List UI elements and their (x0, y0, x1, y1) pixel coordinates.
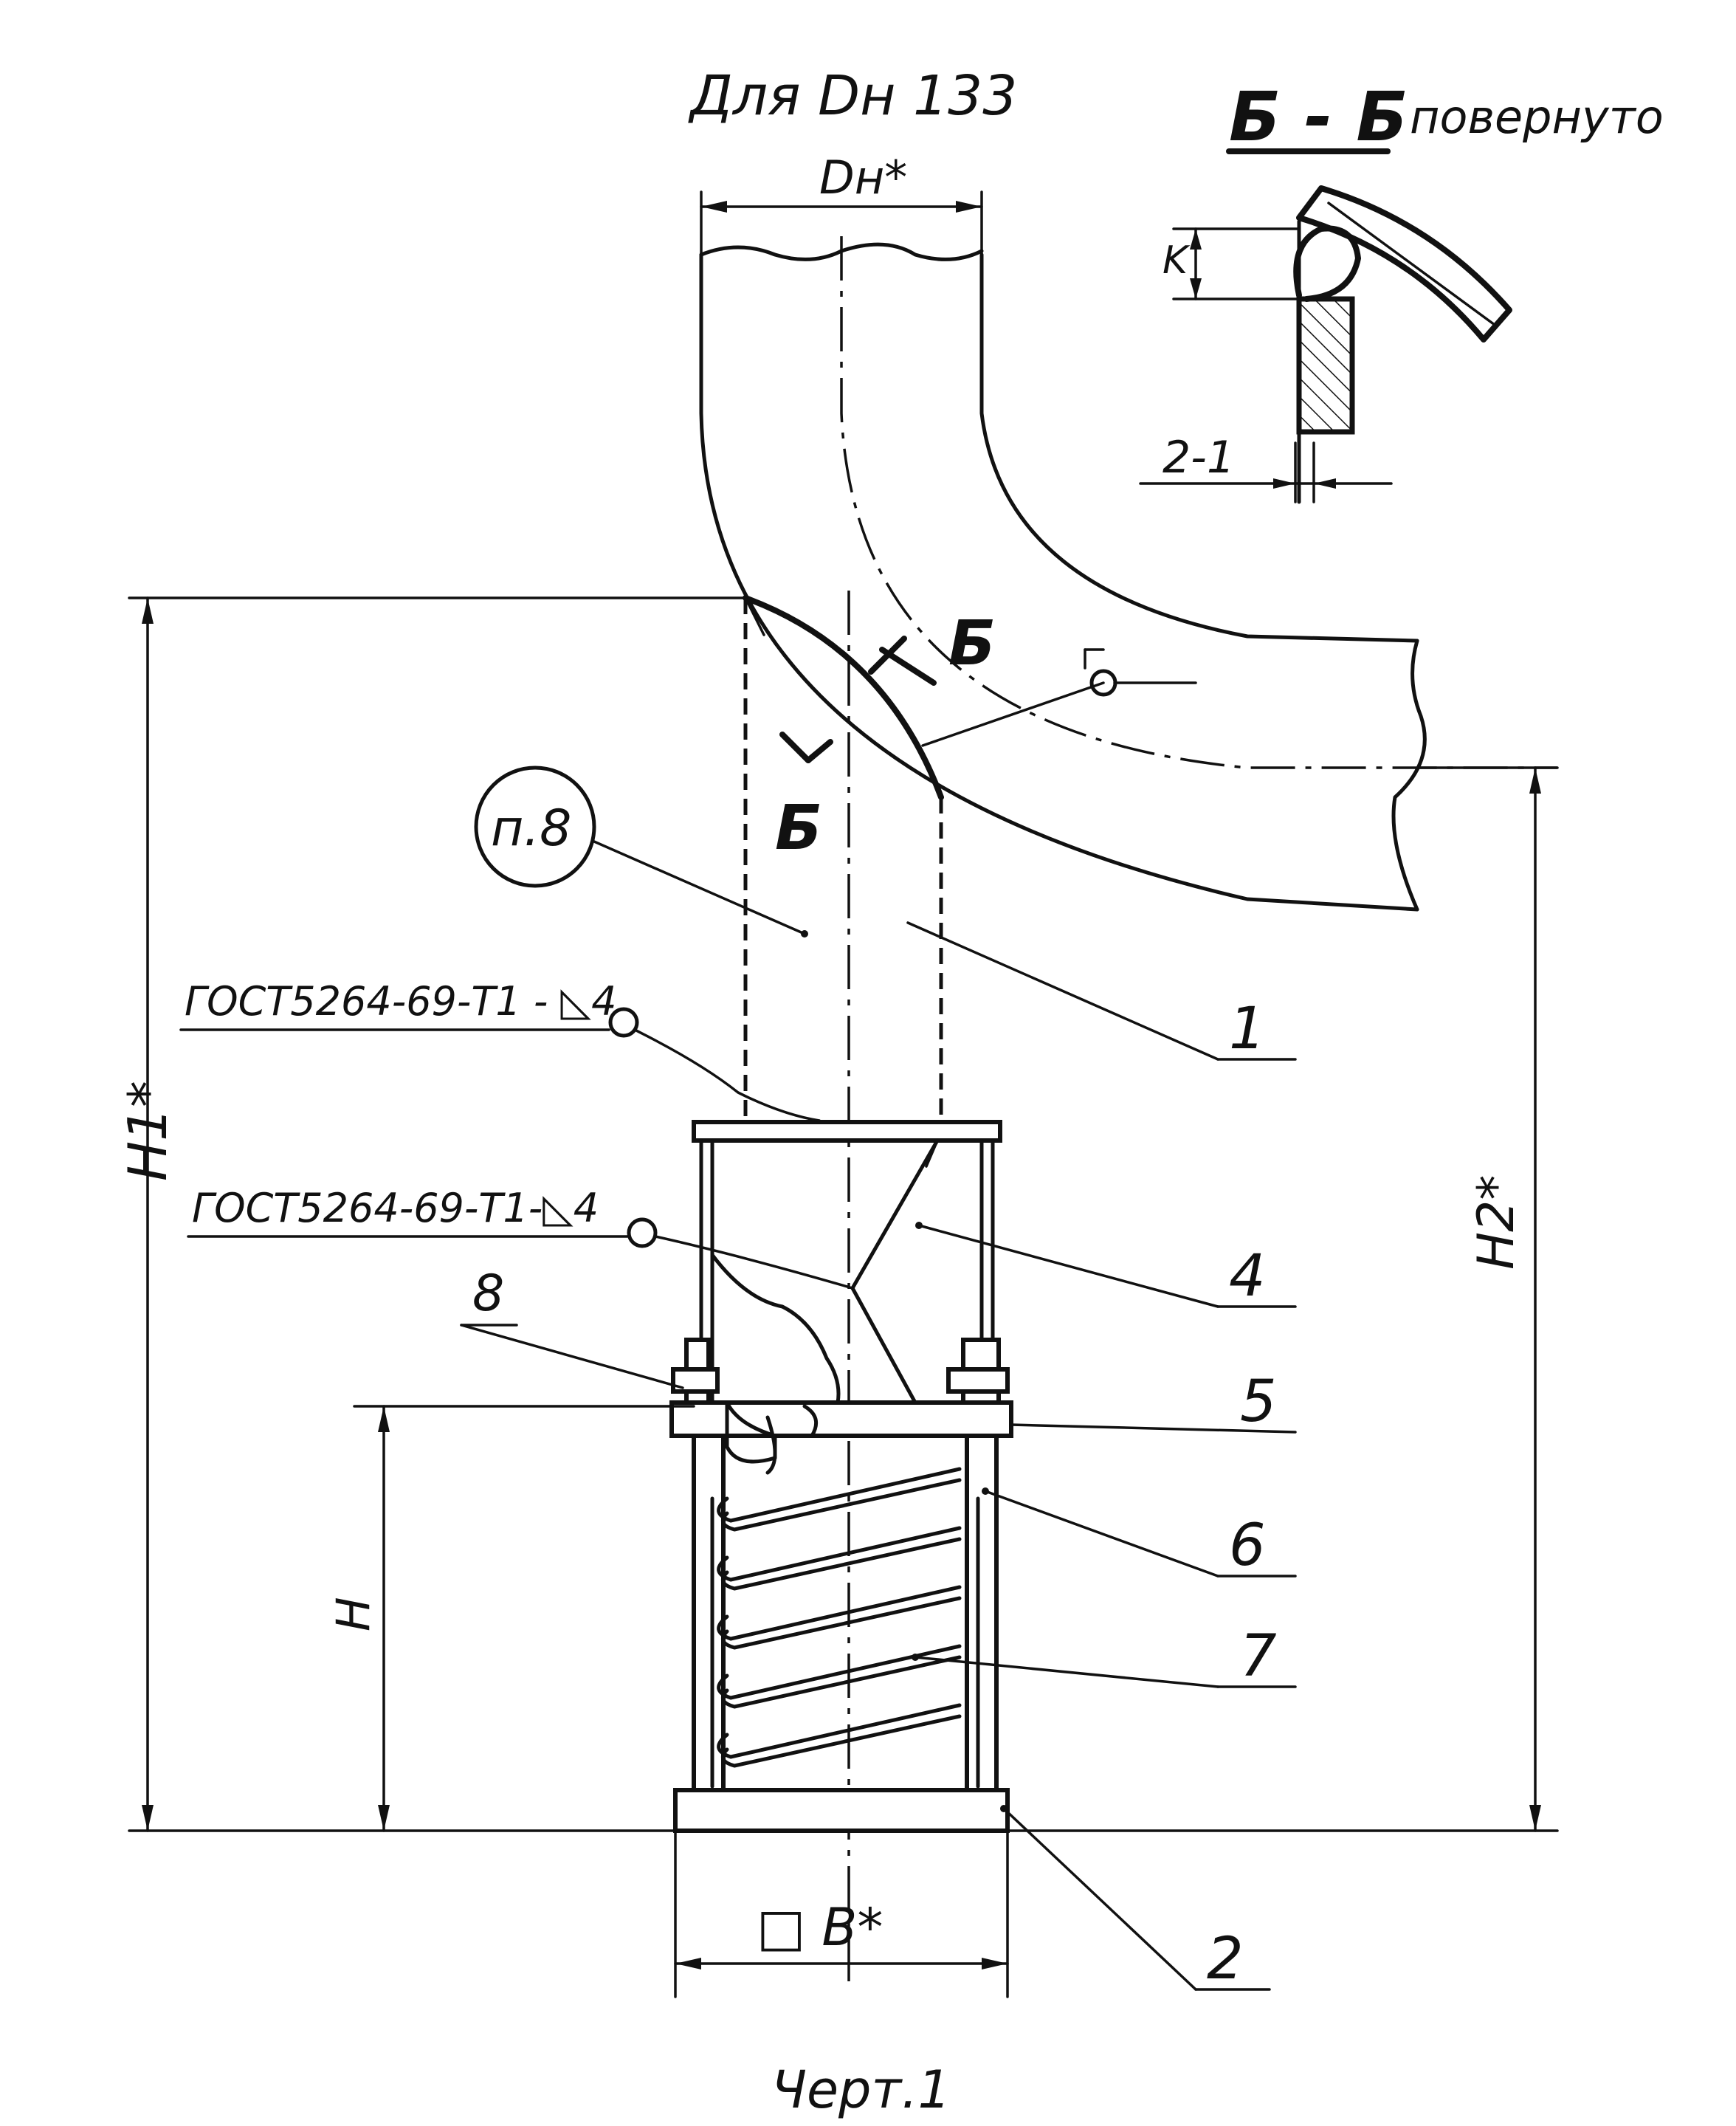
dim-h1-label: H1* (117, 1081, 179, 1181)
note-p8-label: п.8 (491, 799, 571, 858)
callout-7-label: 7 (1240, 1623, 1277, 1690)
dim-h1: H1* (117, 596, 747, 1832)
dim-h2-label: H2* (1467, 1175, 1526, 1270)
dim-dn-label: Dн* (819, 151, 907, 204)
callout-2: 2 (1000, 1805, 1271, 1992)
weld-note-1-label: ГОСТ5264-69-Т1 - ◺4 (185, 978, 616, 1025)
dim-h-label: H (326, 1597, 380, 1631)
dim-b: □ B* (674, 1829, 1009, 1998)
callout-7: 7 (912, 1623, 1297, 1690)
weld-flag (921, 648, 1197, 747)
dim-k-label: K (1162, 238, 1191, 283)
section-arrows: Б Б (775, 607, 996, 864)
callout-5: 5 (1010, 1369, 1297, 1435)
weld-note-2-label: ГОСТ5264-69-Т1-◺4 (192, 1185, 599, 1231)
pipe-elbow (699, 236, 1557, 912)
callout-4-label: 4 (1229, 1243, 1266, 1310)
callout-8-label: 8 (472, 1265, 504, 1323)
section-title: Б - Б (1229, 78, 1408, 156)
section-mark-lower: Б (775, 791, 822, 864)
section-note: повернуто (1410, 90, 1664, 144)
spring-coils (717, 1467, 962, 1768)
callout-1-label: 1 (1229, 996, 1266, 1062)
header-label: Для Dн 133 (688, 64, 1017, 128)
callout-1: 1 (906, 921, 1297, 1062)
dn-dimension: Dн* (700, 151, 983, 256)
weld-note-2: ГОСТ5264-69-Т1-◺4 (187, 1185, 854, 1290)
callout-2-label: 2 (1207, 1926, 1244, 1992)
callout-8: 8 (460, 1265, 684, 1389)
weld-note-1: ГОСТ5264-69-Т1 - ◺4 (179, 978, 821, 1122)
callout-5-label: 5 (1240, 1369, 1277, 1435)
callout-6-label: 6 (1229, 1513, 1266, 1579)
housing (692, 1120, 1002, 1405)
callout-6: 6 (982, 1487, 1297, 1579)
caption: Черт.1 (771, 2060, 951, 2120)
dim-h2: H2* (1416, 766, 1559, 1832)
spring-assembly (669, 1338, 1013, 1833)
note-p8: п.8 (474, 766, 808, 938)
callout-4: 4 (917, 1224, 1297, 1310)
dim-b-label: □ B* (757, 1897, 883, 1958)
dim-h: H (326, 1405, 695, 1832)
section-mark-upper: Б (948, 607, 996, 679)
dim-2-1-label: 2-1 (1162, 432, 1235, 484)
section-detail: Б - Б повернуто K 2-1 (1139, 78, 1664, 504)
